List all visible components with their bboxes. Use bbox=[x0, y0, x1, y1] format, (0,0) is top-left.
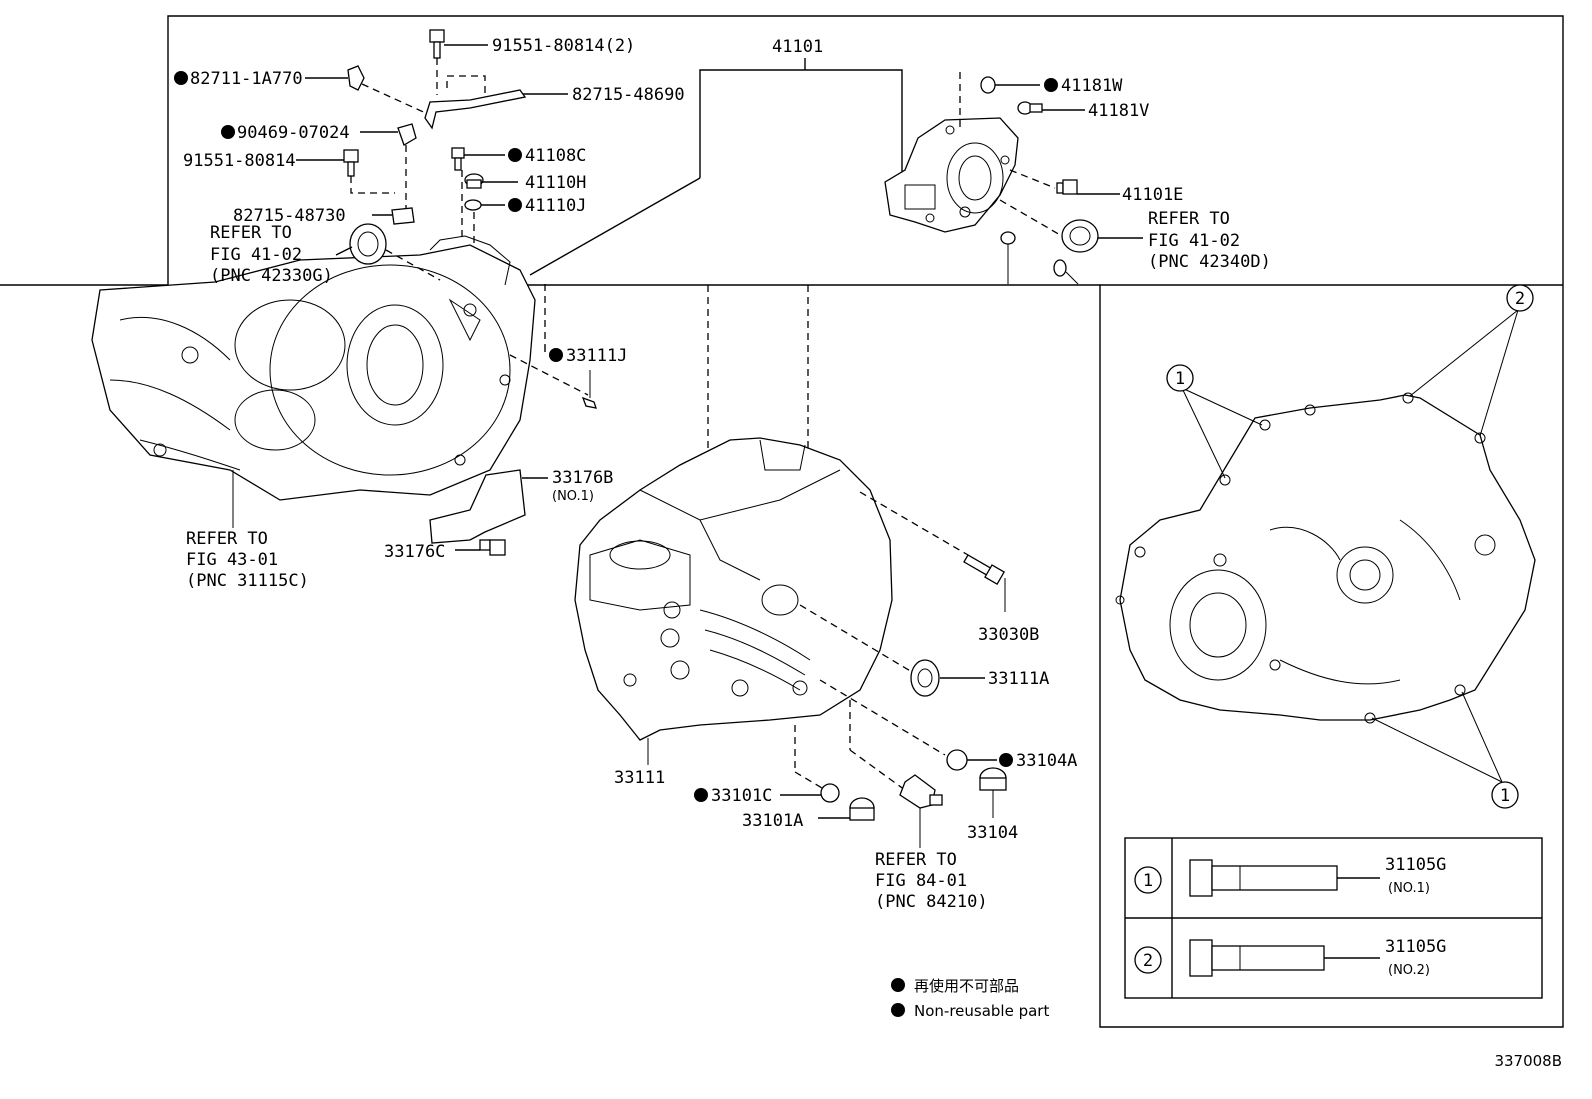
label-33104: 33104 bbox=[967, 823, 1018, 843]
label-33111: 33111 bbox=[614, 768, 665, 788]
clutch-housing-drawing bbox=[91, 235, 536, 501]
bolt-table-part-2: 31105G bbox=[1385, 937, 1446, 957]
non-reusable-dot bbox=[999, 753, 1013, 767]
label-91551-80814: 91551-80814 bbox=[183, 151, 296, 171]
middle-left-parts bbox=[232, 284, 597, 556]
ref-31115c-line3: (PNC 31115C) bbox=[186, 571, 309, 591]
label-41108C: 41108C bbox=[525, 146, 586, 166]
bolt-table-part-1: 31105G bbox=[1385, 855, 1446, 875]
non-reusable-dot bbox=[221, 125, 235, 139]
label-33111A: 33111A bbox=[988, 669, 1049, 689]
non-reusable-dot bbox=[549, 348, 563, 362]
bolt-table-note-2: (NO.2) bbox=[1388, 963, 1430, 978]
non-reusable-dot bbox=[1044, 78, 1058, 92]
label-33176B: 33176B bbox=[552, 468, 613, 488]
label-90469-07024: 90469-07024 bbox=[237, 123, 350, 143]
ref-42330g-line2: FIG 41-02 bbox=[210, 245, 302, 265]
ref-42340d-line1: REFER TO bbox=[1148, 209, 1230, 229]
ref-42330g-line1: REFER TO bbox=[210, 223, 292, 243]
label-33176C: 33176C bbox=[384, 542, 445, 562]
bolt-table-marker-2: 2 bbox=[1143, 951, 1153, 971]
label-41110J: 41110J bbox=[525, 196, 586, 216]
diagram-id: 337008B bbox=[1494, 1052, 1562, 1070]
label-91551-80814-2: 91551-80814(2) bbox=[492, 36, 635, 56]
callout-1-bottom: 1 bbox=[1500, 786, 1510, 806]
main-case-small-parts bbox=[780, 491, 1007, 848]
right-panel-housing-drawing bbox=[1115, 309, 1536, 783]
leader-41101 bbox=[529, 58, 903, 276]
label-41101: 41101 bbox=[772, 37, 823, 57]
extension-housing-drawing bbox=[884, 72, 1143, 285]
ref-84210-line2: FIG 84-01 bbox=[875, 871, 967, 891]
callout-markers: 2 1 1 bbox=[1166, 284, 1534, 809]
frame-lines bbox=[0, 15, 1564, 1028]
callout-2: 2 bbox=[1515, 289, 1525, 309]
ref-84210-line1: REFER TO bbox=[875, 850, 957, 870]
label-82711-1A770: 82711-1A770 bbox=[190, 69, 303, 89]
label-33111J: 33111J bbox=[566, 346, 627, 366]
ref-42340d-line2: FIG 41-02 bbox=[1148, 231, 1240, 251]
legend-english: Non-reusable part bbox=[914, 1002, 1049, 1020]
transmission-case-drawing bbox=[574, 285, 893, 765]
top-left-small-parts bbox=[296, 29, 568, 281]
label-82715-48690: 82715-48690 bbox=[572, 85, 685, 105]
non-reusable-dot bbox=[508, 148, 522, 162]
label-41181W: 41181W bbox=[1061, 76, 1123, 96]
label-33104A: 33104A bbox=[1016, 751, 1077, 771]
non-reusable-dot bbox=[508, 198, 522, 212]
label-33176B-note: (NO.1) bbox=[552, 489, 594, 504]
label-33030B: 33030B bbox=[978, 625, 1039, 645]
label-41101E: 41101E bbox=[1122, 185, 1183, 205]
part-labels: 91551-80814(2) 82711-1A770 82715-48690 9… bbox=[174, 36, 1271, 912]
ref-31115c-line1: REFER TO bbox=[186, 529, 268, 549]
label-82715-48730: 82715-48730 bbox=[233, 206, 346, 226]
non-reusable-dot bbox=[694, 788, 708, 802]
label-33101A: 33101A bbox=[742, 811, 803, 831]
label-33101C: 33101C bbox=[711, 786, 772, 806]
bolt-table-marker-1: 1 bbox=[1143, 871, 1153, 891]
label-41181V: 41181V bbox=[1088, 101, 1149, 121]
ref-42330g-line3: (PNC 42330G) bbox=[210, 266, 333, 286]
bolt-table: 1 2 31105G (NO.1) 31105G (NO.2) bbox=[1124, 837, 1543, 999]
ref-42340d-line3: (PNC 42340D) bbox=[1148, 252, 1271, 272]
legend-japanese: 再使用不可部品 bbox=[914, 977, 1019, 995]
legend: 再使用不可部品 Non-reusable part bbox=[891, 977, 1049, 1020]
ref-31115c-line2: FIG 43-01 bbox=[186, 550, 278, 570]
bolt-table-note-1: (NO.1) bbox=[1388, 881, 1430, 896]
non-reusable-dot bbox=[174, 71, 188, 85]
label-41110H: 41110H bbox=[525, 173, 586, 193]
callout-1-top: 1 bbox=[1175, 369, 1185, 389]
ref-84210-line3: (PNC 84210) bbox=[875, 892, 988, 912]
